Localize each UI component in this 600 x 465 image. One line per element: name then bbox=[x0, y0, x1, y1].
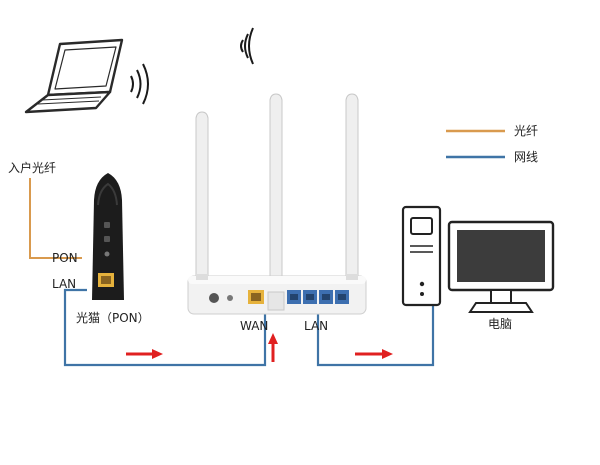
legend-fiber-label: 光纤 bbox=[514, 124, 538, 138]
laptop-icon bbox=[24, 38, 124, 114]
ethernet-cable bbox=[63, 288, 435, 367]
modem-name-label: 光猫（PON） bbox=[76, 311, 150, 325]
incoming-fiber-label: 入户光纤 bbox=[8, 160, 56, 175]
flow-arrow bbox=[355, 349, 393, 359]
router-icon bbox=[187, 93, 367, 315]
fiber-cable bbox=[29, 178, 82, 259]
legend: 光纤 网线 bbox=[446, 124, 538, 164]
flow-arrow bbox=[126, 349, 163, 359]
optical-modem-icon bbox=[92, 173, 124, 300]
wifi-signal-icon bbox=[130, 63, 149, 105]
legend-ethernet-label: 网线 bbox=[514, 150, 538, 164]
desktop-computer-icon bbox=[401, 205, 555, 313]
wifi-signal-icon bbox=[240, 27, 254, 65]
router-lan-label: LAN bbox=[304, 319, 328, 333]
modem-lan-port-label: LAN bbox=[52, 277, 76, 291]
computer-label: 电脑 bbox=[488, 317, 512, 331]
flow-arrow bbox=[268, 333, 278, 362]
pon-port-label: PON bbox=[52, 251, 78, 265]
router-wan-label: WAN bbox=[240, 319, 268, 333]
